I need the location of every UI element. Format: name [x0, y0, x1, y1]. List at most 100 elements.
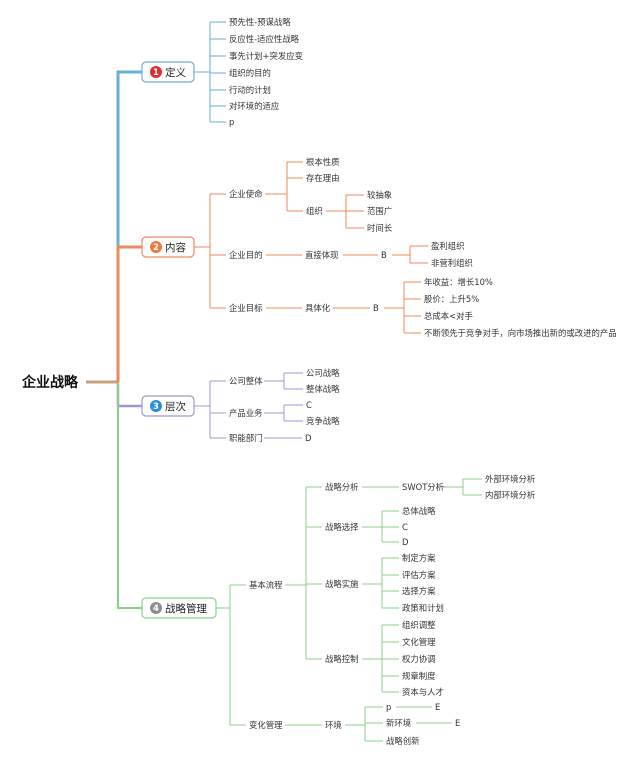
goal-label: 企业目标 [229, 303, 263, 313]
goal-b: B [373, 303, 379, 313]
badge-4-icon [150, 602, 162, 614]
function-item: D [305, 433, 311, 443]
env-new-e: E [455, 718, 460, 728]
env-p: p [386, 702, 391, 712]
env-p-e: E [435, 702, 440, 712]
badge-2-num: 2 [153, 243, 159, 253]
goal-item: 总成本<对手 [424, 311, 473, 321]
badge-3-icon [150, 400, 162, 412]
env-label: 环境 [325, 720, 342, 730]
org-item: 时间长 [367, 223, 393, 233]
purpose-direct: 直接体现 [305, 250, 339, 260]
purpose-item: 非营利组织 [431, 258, 473, 268]
implement-connector [362, 557, 399, 609]
b1-item: 反应性-适应性战略 [229, 34, 300, 44]
business-item: C [306, 400, 312, 410]
branch-management[interactable]: 4 战略管理 [141, 597, 217, 619]
spine-b2 [116, 245, 142, 382]
env-new: 新环境 [386, 718, 411, 728]
mission-item: 存在理由 [306, 173, 340, 183]
b3-connector [194, 380, 226, 439]
goal-item: 年收益：增长10% [424, 277, 493, 287]
b4-connector [216, 584, 246, 726]
company-label: 公司整体 [229, 376, 263, 386]
function-label: 职能部门 [229, 433, 263, 443]
badge-1-num: 1 [153, 68, 159, 78]
implement-label: 战略实施 [325, 579, 359, 589]
basic-connector [285, 486, 322, 660]
root-label: 企业战略 [21, 374, 79, 391]
mission-connector [265, 161, 303, 212]
b1-connector [194, 22, 211, 122]
org-label: 组织 [306, 206, 323, 216]
goal-item: 股价：上升5% [424, 294, 479, 304]
definition-label: 定义 [165, 66, 186, 79]
choice-label: 战略选择 [325, 522, 359, 532]
branch-definition[interactable]: 1 定义 [141, 61, 195, 83]
b1-item: 组织的目的 [229, 68, 271, 78]
choice-item: C [402, 522, 408, 532]
root-node[interactable]: 企业战略 [21, 374, 118, 391]
branch-content[interactable]: 2 内容 [141, 236, 195, 258]
b1-item: 预先性-预谋战略 [229, 17, 291, 27]
branch-levels[interactable]: 3 层次 [141, 395, 195, 417]
change-label: 变化管理 [249, 720, 283, 730]
implement-item: 评估方案 [402, 570, 436, 580]
choice-connector [362, 510, 399, 543]
org-item: 范围广 [367, 206, 392, 216]
content-label: 内容 [165, 241, 186, 254]
spine-b4 [117, 382, 142, 609]
control-item: 文化管理 [402, 637, 436, 647]
spine-b3 [116, 382, 142, 408]
control-label: 战略控制 [325, 654, 359, 664]
purpose-b-connector [392, 245, 428, 264]
company-connector [264, 372, 303, 390]
b1-item: 事先计划+突发应变 [229, 51, 303, 61]
b1-item: p [229, 117, 234, 127]
spine-b1 [116, 70, 142, 382]
control-item: 权力协调 [402, 654, 436, 664]
swot-connector [443, 478, 482, 496]
b1-item: 行动的计划 [229, 85, 271, 95]
business-connector [264, 404, 303, 422]
analysis-label: 战略分析 [325, 482, 359, 492]
swot-label: SWOT分析 [402, 482, 444, 492]
badge-3-num: 3 [153, 402, 159, 412]
company-item: 整体战略 [306, 384, 340, 394]
purpose-label: 企业目的 [229, 250, 263, 260]
purpose-b: B [381, 250, 387, 260]
levels-label: 层次 [165, 400, 186, 413]
business-label: 产品业务 [229, 408, 263, 418]
b2-connector [194, 193, 226, 309]
org-item: 较抽象 [367, 190, 392, 200]
b1-item: 对环境的适应 [229, 101, 279, 111]
mission-item: 根本性质 [306, 157, 340, 167]
business-item: 竞争战略 [306, 416, 340, 426]
env-connector [345, 706, 383, 742]
implement-item: 政策和计划 [402, 603, 444, 613]
management-label: 战略管理 [165, 602, 207, 615]
implement-item: 制定方案 [402, 553, 436, 563]
goal-concrete: 具体化 [305, 303, 331, 313]
control-item: 组织调整 [402, 620, 436, 630]
goal-b-connector [384, 281, 421, 334]
org-connector [326, 194, 364, 229]
company-item: 公司战略 [306, 368, 340, 378]
control-item: 资本与人才 [402, 687, 444, 697]
badge-2-icon [150, 241, 162, 253]
choice-item: D [402, 537, 408, 547]
swot-item: 外部环境分析 [485, 474, 535, 484]
mission-label: 企业使命 [229, 189, 263, 199]
env-innov: 战略创新 [386, 736, 420, 746]
implement-item: 选择方案 [402, 586, 436, 596]
choice-item: 总体战略 [402, 506, 436, 516]
badge-4-num: 4 [153, 604, 159, 614]
b1-leaf-lines [210, 21, 226, 123]
badge-1-icon [150, 66, 162, 78]
control-connector [362, 624, 399, 693]
goal-item: 不断领先于竞争对手，向市场推出新的或改进的产品 [424, 328, 617, 338]
purpose-item: 盈利组织 [431, 241, 465, 251]
control-item: 规章制度 [402, 671, 436, 681]
basic-label: 基本流程 [249, 580, 283, 590]
